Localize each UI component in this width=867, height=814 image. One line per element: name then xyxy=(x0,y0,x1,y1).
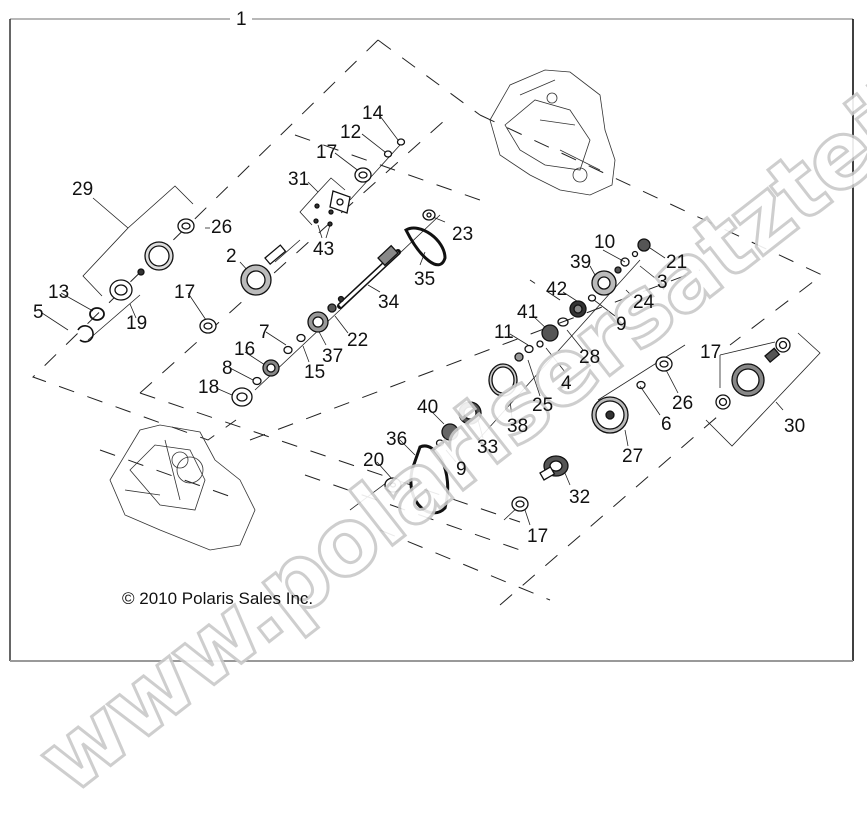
callout-label-41: 41 xyxy=(517,302,539,323)
callout-label-23: 23 xyxy=(452,224,474,245)
callout-label-28: 28 xyxy=(579,347,601,368)
callout-label-8: 8 xyxy=(222,358,233,379)
callout-label-31: 31 xyxy=(288,169,310,190)
callout-label-9: 9 xyxy=(616,314,627,335)
callout-label-10: 10 xyxy=(594,232,616,253)
crankcase-lower xyxy=(109,424,256,551)
callout-label-5: 5 xyxy=(33,302,44,323)
callout-label-14: 14 xyxy=(362,103,384,124)
parts xyxy=(77,138,791,515)
callout-label-33: 33 xyxy=(477,437,499,458)
callout-label-2: 2 xyxy=(226,246,237,267)
callout-label-13: 13 xyxy=(48,282,70,303)
callout-label-27: 27 xyxy=(622,446,644,467)
copyright-notice: © 2010 Polaris Sales Inc. xyxy=(122,589,314,608)
callout-label-4: 4 xyxy=(561,373,572,394)
callout-label-32: 32 xyxy=(569,487,591,508)
callout-label-11: 11 xyxy=(494,322,514,343)
callout-label-30: 30 xyxy=(784,416,806,437)
callout-label-3: 3 xyxy=(657,272,668,293)
crankcase-upper xyxy=(489,69,616,196)
callout-label-16: 16 xyxy=(234,339,256,360)
callout-label-18: 18 xyxy=(198,377,220,398)
callout-label-17: 17 xyxy=(527,526,549,547)
callout-label-26: 26 xyxy=(672,393,694,414)
callout-label-6: 6 xyxy=(661,414,672,435)
callout-label-42: 42 xyxy=(546,279,568,300)
frame xyxy=(9,18,854,662)
callout-label-34: 34 xyxy=(378,292,400,313)
callout-label-26: 26 xyxy=(211,217,233,238)
exploded-view-artwork xyxy=(9,18,854,662)
callout-label-24: 24 xyxy=(633,292,655,313)
callout-label-29: 29 xyxy=(72,179,94,200)
dashed-guide-lines xyxy=(32,39,823,606)
callout-label-17: 17 xyxy=(174,282,196,303)
callout-label-43: 43 xyxy=(313,239,335,260)
assembly-number-label: 1 xyxy=(232,10,251,29)
callout-label-39: 39 xyxy=(570,252,592,273)
callout-label-36: 36 xyxy=(386,429,408,450)
callout-label-7: 7 xyxy=(259,322,270,343)
callout-label-19: 19 xyxy=(126,313,148,334)
callout-label-21: 21 xyxy=(666,252,688,273)
callout-label-22: 22 xyxy=(347,330,369,351)
callout-label-25: 25 xyxy=(532,395,554,416)
callout-label-12: 12 xyxy=(340,122,362,143)
callout-label-37: 37 xyxy=(322,346,344,367)
callout-label-40: 40 xyxy=(417,397,439,418)
callout-label-17: 17 xyxy=(700,342,722,363)
callout-label-38: 38 xyxy=(507,416,529,437)
callout-label-15: 15 xyxy=(304,362,326,383)
callout-label-17: 17 xyxy=(316,142,338,163)
leader-lines xyxy=(41,115,821,526)
callout-label-9: 9 xyxy=(456,459,467,480)
callout-label-20: 20 xyxy=(363,450,385,471)
callout-label-35: 35 xyxy=(414,269,436,290)
